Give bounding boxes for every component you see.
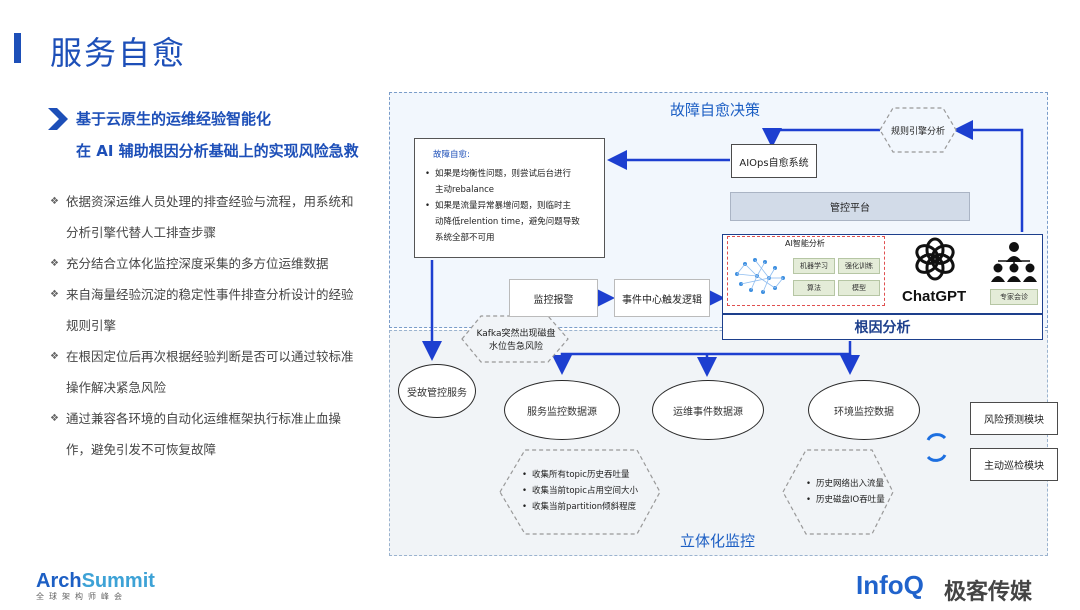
monitoring-label: 立体化监控 — [680, 532, 756, 550]
kafka-alert-line-1: Kafka突然出现磁盘 — [476, 329, 556, 339]
control-platform-node: 管控平台 — [730, 192, 970, 221]
ai-chip-ml: 机器学习 — [793, 258, 835, 274]
risk-predict-module: 风险预测模块 — [970, 402, 1058, 435]
fault-box-item-cont: 系统全部不可用 — [435, 233, 495, 243]
controlled-service-node: 受故管控服务 — [398, 364, 476, 418]
bullet-list: ❖依据资深运维人员处理的排查经验与流程，用系统和分析引擎代替人工排查步骤 ❖充分… — [50, 186, 375, 465]
kafka-alert-line-2: 水位告急风险 — [488, 342, 543, 352]
active-inspect-module: 主动巡检模块 — [970, 448, 1058, 481]
env-monitor-details: 历史网络出入流量 历史磁盘IO吞吐量 — [806, 476, 885, 508]
bullet-item: ❖充分结合立体化监控深度采集的多方位运维数据 — [50, 248, 375, 279]
subtitle-primary: 基于云原生的运维经验智能化 — [76, 110, 272, 128]
fault-box-item-cont: 动降低relention time，避免问题导致 — [435, 217, 580, 227]
event-center-node: 事件中心触发逻辑 — [614, 279, 710, 317]
monitor-alarm-node: 监控报警 — [509, 279, 598, 317]
ai-chip-algo: 算法 — [793, 280, 835, 296]
bullet-item: ❖依据资深运维人员处理的排查经验与流程，用系统和分析引擎代替人工排查步骤 — [50, 186, 375, 248]
chatgpt-label: ChatGPT — [902, 288, 967, 305]
bullet-item: ❖在根因定位后再次根据经验判断是否可以通过较标准操作解决紧急风险 — [50, 341, 375, 403]
subtitle-secondary: 在 AI 辅助根因分析基础上的实现风险急救 — [76, 142, 359, 160]
service-monitor-details: 收集所有topic历史吞吐量 收集当前topic占用空间大小 收集当前parti… — [522, 467, 638, 515]
fault-self-heal-box: 故障自愈: 如果是均衡性问题，则尝试后台进行 主动rebalance 如果是流量… — [414, 138, 605, 258]
detail-item: 历史网络出入流量 — [806, 476, 885, 492]
geek-media-logo: 极客传媒 — [944, 580, 1033, 605]
fault-box-title: 故障自愈: — [433, 150, 470, 160]
fault-box-item: 如果是流量异常暴增问题，则临时主 — [425, 198, 594, 214]
title-accent-bar — [14, 33, 21, 63]
diamond-bullet-icon: ❖ — [50, 413, 59, 424]
page-title: 服务自愈 — [50, 34, 187, 72]
archsummit-logo: ArchSummit 全球架构师峰会 — [36, 570, 155, 601]
kafka-alert-note: Kafka突然出现磁盘 水位告急风险 — [470, 327, 562, 355]
detail-item: 收集当前partition倾斜程度 — [522, 499, 638, 515]
bullet-item: ❖来自海量经验沉淀的稳定性事件排查分析设计的经验规则引擎 — [50, 279, 375, 341]
env-monitor-source: 环境监控数据 — [808, 380, 920, 440]
diamond-bullet-icon: ❖ — [50, 196, 59, 207]
ai-chip-rl: 强化训练 — [838, 258, 880, 274]
ai-analysis-panel — [722, 234, 1043, 314]
openai-logo-icon — [915, 237, 955, 281]
expert-consult-chip: 专家会诊 — [990, 289, 1038, 305]
fault-box-item-cont: 主动rebalance — [435, 185, 495, 195]
chevron-right-icon — [48, 108, 68, 130]
ops-event-source: 运维事件数据源 — [652, 380, 764, 440]
diamond-bullet-icon: ❖ — [50, 258, 59, 269]
root-cause-analysis-node: 根因分析 — [722, 314, 1043, 340]
fault-box-item: 如果是均衡性问题，则尝试后台进行 — [425, 166, 594, 182]
rule-engine-node: 规则引擎分析 — [890, 126, 945, 137]
service-monitor-source: 服务监控数据源 — [504, 380, 620, 440]
diamond-bullet-icon: ❖ — [50, 351, 59, 362]
expert-group-icon — [991, 242, 1037, 282]
infoq-logo: InfoQ — [856, 570, 924, 600]
neural-network-icon — [735, 258, 785, 294]
ai-analysis-frame — [727, 236, 885, 306]
ai-chip-model: 模型 — [838, 280, 880, 296]
aiops-system-node: AIOps自愈系统 — [731, 144, 817, 178]
detail-item: 收集当前topic占用空间大小 — [522, 483, 638, 499]
bullet-item: ❖通过兼容各环境的自动化运维框架执行标准止血操作，避免引发不可恢复故障 — [50, 403, 375, 465]
diamond-bullet-icon: ❖ — [50, 289, 59, 300]
detail-item: 历史磁盘IO吞吐量 — [806, 492, 885, 508]
monitoring-region — [389, 330, 1048, 556]
fault-decision-label: 故障自愈决策 — [670, 101, 761, 119]
detail-item: 收集所有topic历史吞吐量 — [522, 467, 638, 483]
ai-analysis-label: AI智能分析 — [785, 239, 825, 248]
